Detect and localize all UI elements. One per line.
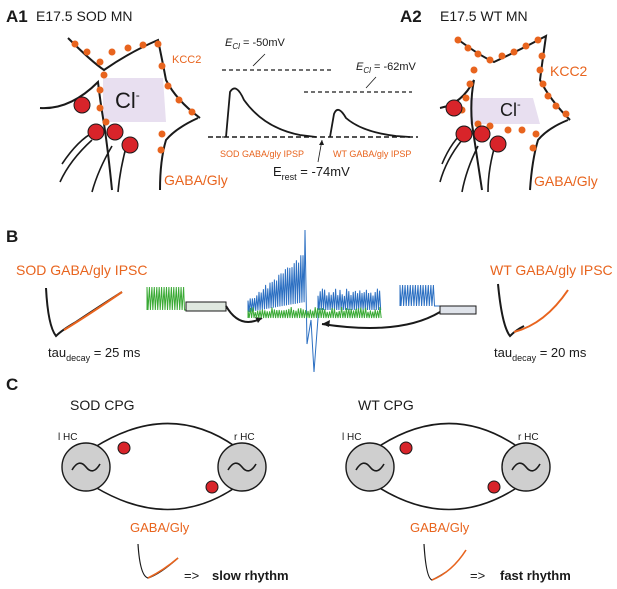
- panel-b: B SOD GABA/gly IPSC WT GABA/gly IPSC tau…: [6, 227, 613, 372]
- arrow-wt: =>: [470, 568, 485, 583]
- panel-a2: A2 E17.5 WT MN KCC2 Cl- GABA/Gly: [400, 7, 598, 192]
- sod-cpg-title: SOD CPG: [70, 397, 135, 413]
- sod-ipsc-trace-decay: [64, 292, 122, 330]
- gaba-gly-label-right: GABA/Gly: [534, 173, 598, 189]
- erest-label: Erest = -74mV: [273, 164, 350, 182]
- ecl-sod-pointer: [253, 54, 265, 66]
- wt-ipsc-label: WT GABA/gly IPSC: [490, 262, 613, 278]
- axons-left: [60, 132, 128, 192]
- wt-cpg-circuit: l HC r HC GABA/Gly => fast rhythm: [342, 424, 571, 584]
- panel-a2-label: A2: [400, 7, 422, 26]
- gaba-gly-label-wt: GABA/Gly: [410, 520, 470, 535]
- sod-ipsp-trace: [226, 88, 316, 137]
- panel-a2-title: E17.5 WT MN: [440, 8, 528, 24]
- kcc2-label-right: KCC2: [550, 63, 588, 79]
- fast-rhythm-label: fast rhythm: [500, 568, 571, 583]
- lhc-label-sod: l HC: [58, 432, 77, 443]
- wt-spike-burst: [400, 285, 440, 306]
- tau-sod-label: taudecay = 25 ms: [48, 345, 141, 363]
- inhibitory-synapse-wt-bottom: [488, 481, 500, 493]
- ecl-sod-label: ECl = -50mV: [225, 37, 286, 51]
- inhibitory-synapse-wt-top: [400, 442, 412, 454]
- stim-bar-right: [440, 306, 476, 314]
- gaba-gly-label-left: GABA/Gly: [164, 172, 228, 188]
- ecl-wt-label: ECl = -62mV: [356, 61, 417, 75]
- wt-cpg-title: WT CPG: [358, 397, 414, 413]
- panel-c-label: C: [6, 375, 18, 394]
- sod-cpg-circuit: l HC r HC GABA/Gly => slow rhythm: [58, 424, 289, 584]
- gaba-gly-label-sod: GABA/Gly: [130, 520, 190, 535]
- kcc2-label-left: KCC2: [172, 54, 201, 66]
- wt-ipsc-trace-decay: [514, 290, 568, 332]
- tau-wt-label: taudecay = 20 ms: [494, 345, 587, 363]
- ecl-wt-pointer: [366, 77, 376, 88]
- sod-ipsc-label: SOD GABA/gly IPSC: [16, 262, 147, 278]
- inhibitory-synapse-sod-top: [118, 442, 130, 454]
- inhibitory-synapse-sod-bottom: [206, 481, 218, 493]
- sod-ipsc-trace-onset: [46, 288, 122, 336]
- fast-ipsc-icon: [432, 550, 466, 580]
- sod-ipsp-label: SOD GABA/gly IPSP: [220, 149, 304, 159]
- rhc-label-wt: r HC: [518, 432, 539, 443]
- sod-recording-trace: [248, 307, 381, 318]
- panel-a1-label: A1: [6, 7, 28, 26]
- wt-ipsp-label: WT GABA/gly IPSP: [333, 149, 411, 159]
- wt-recording-trace: [248, 230, 381, 372]
- rhc-label-sod: r HC: [234, 432, 255, 443]
- wt-ipsp-trace: [330, 110, 410, 137]
- panel-c: C SOD CPG WT CPG l HC r HC GABA/Gly => s…: [6, 375, 571, 583]
- lhc-label-wt: l HC: [342, 432, 361, 443]
- arrow-sod: =>: [184, 568, 199, 583]
- panel-a1-title: E17.5 SOD MN: [36, 8, 132, 24]
- ipsp-schematic: ECl = -50mV ECl = -62mV SOD GABA/gly IPS…: [208, 37, 418, 182]
- slow-ipsc-icon: [148, 558, 178, 578]
- wt-ipsc-trace-onset: [498, 284, 524, 336]
- slow-rhythm-label: slow rhythm: [212, 568, 289, 583]
- sod-spike-burst: [147, 287, 186, 310]
- panel-b-label: B: [6, 227, 18, 246]
- stim-bar-left: [186, 302, 226, 311]
- panel-a1: A1 E17.5 SOD MN KCC2 Cl- GABA/Gly: [6, 7, 228, 192]
